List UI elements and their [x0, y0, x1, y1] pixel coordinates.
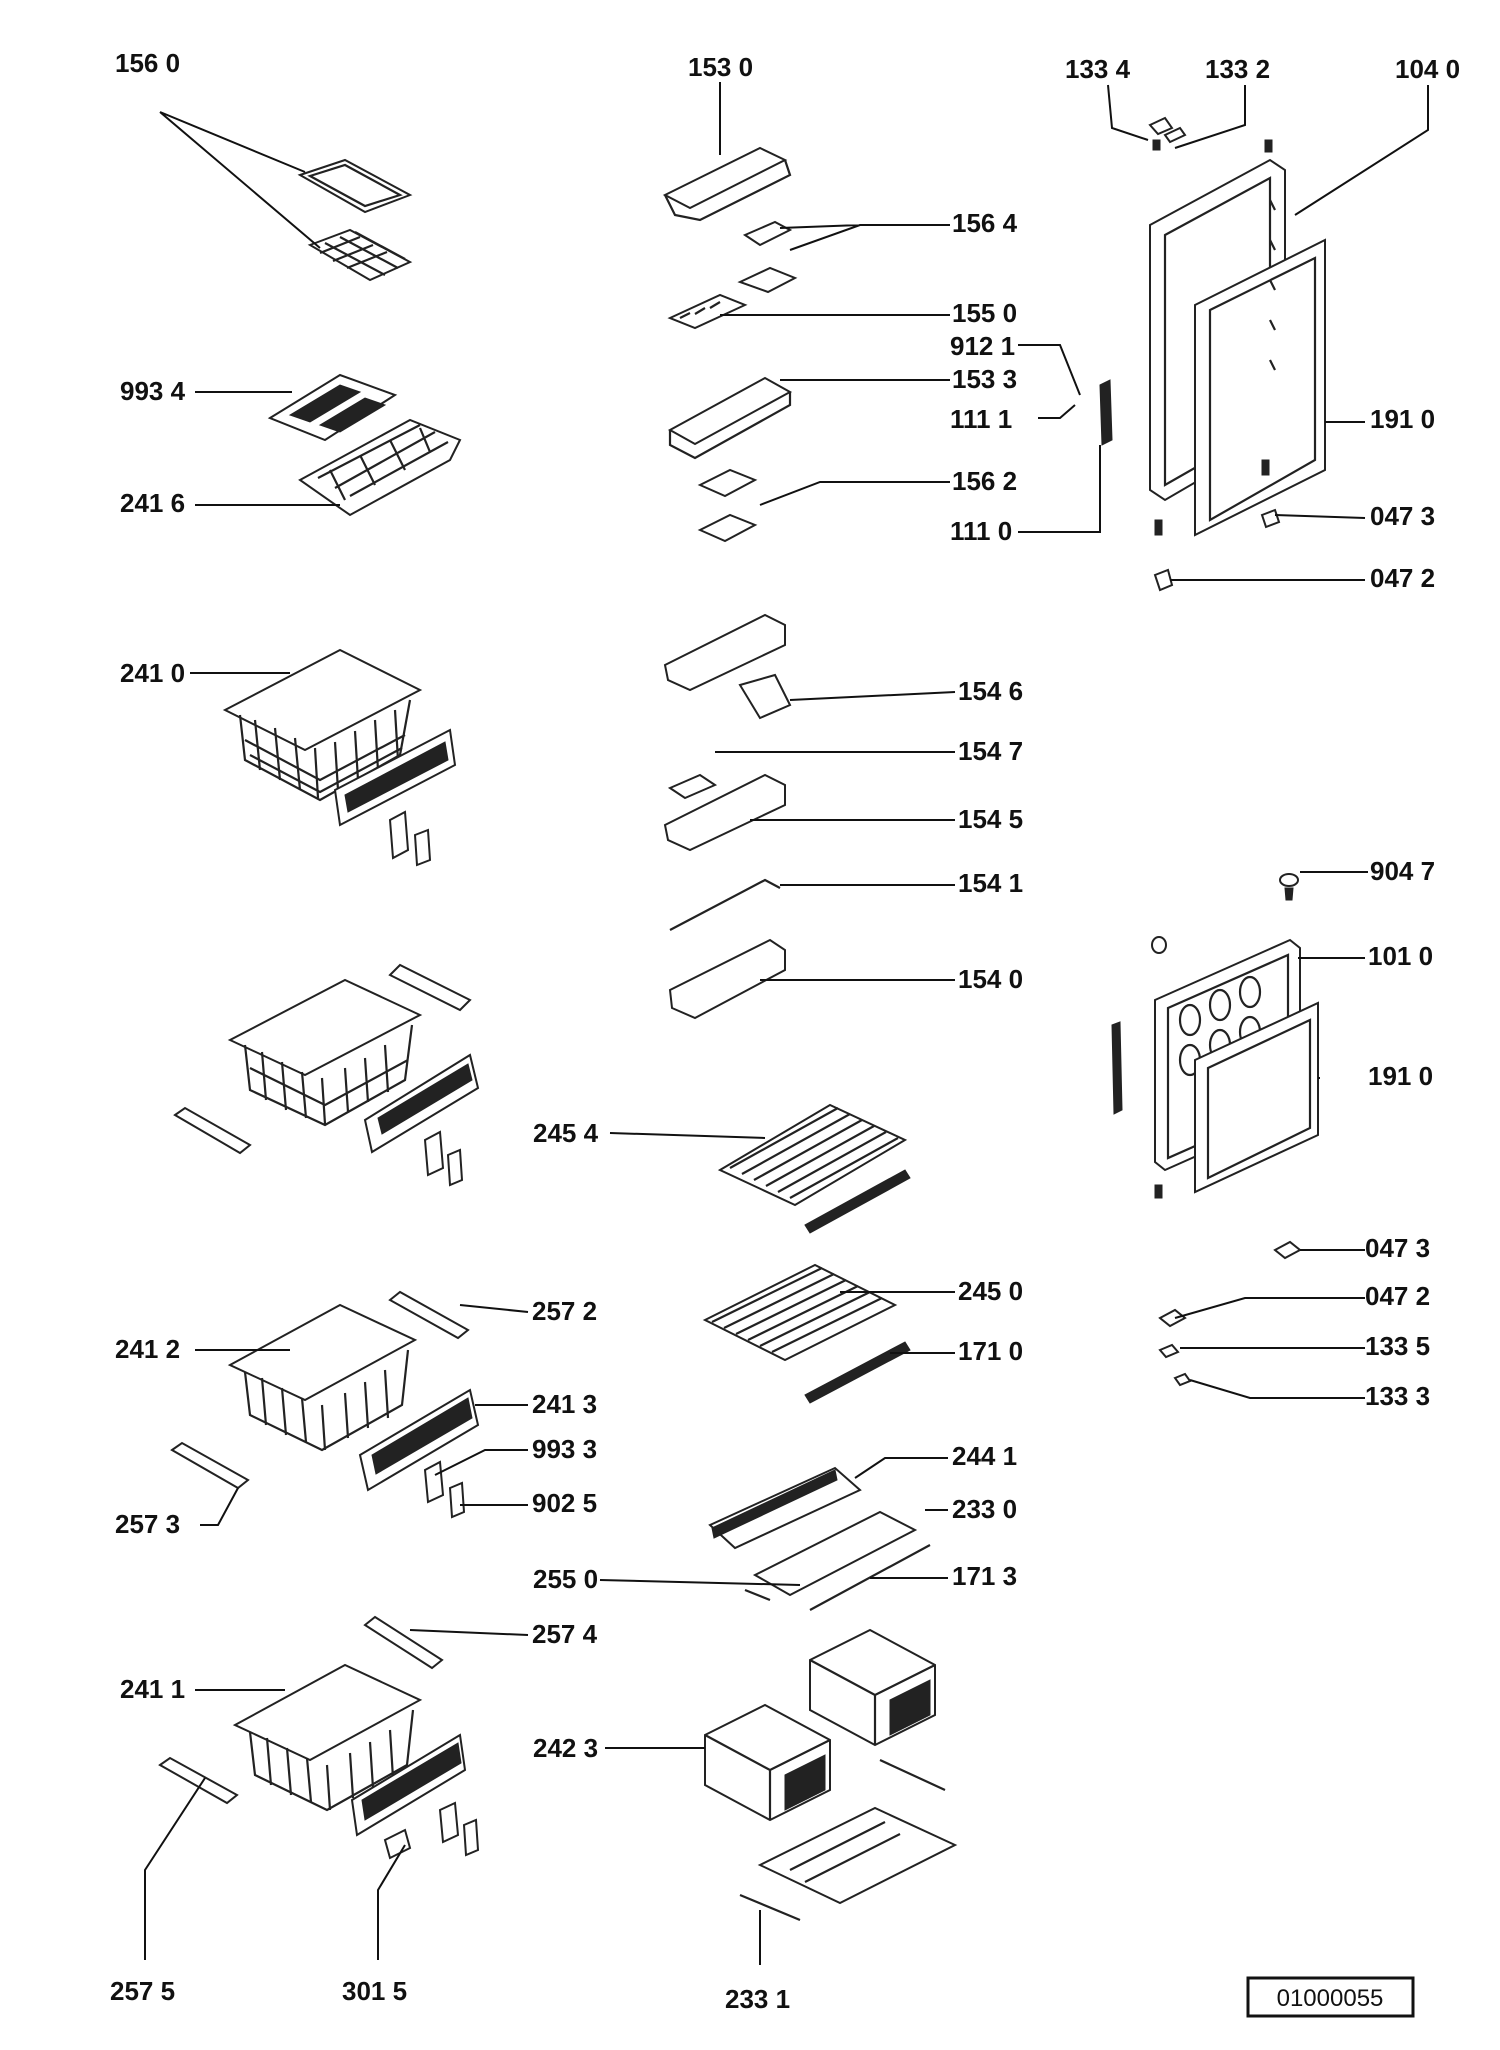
- label-1560: 156 0: [115, 48, 180, 78]
- freezer-tray-drawing: [267, 373, 462, 517]
- label-9047: 904 7: [1370, 856, 1435, 886]
- label-1111: 111 1: [950, 404, 1012, 434]
- label-1040: 104 0: [1395, 54, 1460, 84]
- label-2411: 241 1: [120, 1674, 185, 1704]
- door-shelves-drawing: [662, 146, 798, 1020]
- label-3015: 301 5: [342, 1976, 407, 2006]
- label-2330: 233 0: [952, 1494, 1017, 1524]
- label-1332: 133 2: [1205, 54, 1270, 84]
- label-2574: 257 4: [532, 1619, 598, 1649]
- label-1550: 155 0: [952, 298, 1017, 328]
- label-1910-top: 191 0: [1370, 404, 1435, 434]
- label-2416: 241 6: [120, 488, 185, 518]
- label-1713: 171 3: [952, 1561, 1017, 1591]
- label-1910-bottom: 191 0: [1368, 1061, 1433, 1091]
- label-1546: 154 6: [958, 676, 1023, 706]
- label-2412: 241 2: [115, 1334, 180, 1364]
- label-2572: 257 2: [532, 1296, 597, 1326]
- label-1564: 156 4: [952, 208, 1018, 238]
- label-2454: 245 4: [533, 1118, 599, 1148]
- label-0473-bottom: 047 3: [1365, 1233, 1430, 1263]
- label-1545: 154 5: [958, 804, 1023, 834]
- wire-shelves-drawing: [702, 1103, 911, 1404]
- label-2331: 233 1: [725, 1984, 790, 2014]
- label-1110: 111 0: [950, 516, 1012, 546]
- label-0472-bottom: 047 2: [1365, 1281, 1430, 1311]
- label-1333: 133 3: [1365, 1381, 1430, 1411]
- leader-lines: [144, 82, 1429, 1965]
- label-2450: 245 0: [958, 1276, 1023, 1306]
- ice-tray-drawing: [297, 158, 413, 282]
- label-9934: 993 4: [120, 376, 186, 406]
- label-2423: 242 3: [533, 1733, 598, 1763]
- label-1562: 156 2: [952, 466, 1017, 496]
- label-0472-top: 047 2: [1370, 563, 1435, 593]
- basket-drawing-2: [173, 963, 480, 1187]
- label-9933: 993 3: [532, 1434, 597, 1464]
- label-9025: 902 5: [532, 1488, 597, 1518]
- glass-shelf-drawing: [708, 1466, 931, 1611]
- freezer-door-drawing: [1111, 873, 1319, 1387]
- label-1010: 101 0: [1368, 941, 1433, 971]
- label-1334: 133 4: [1065, 54, 1131, 84]
- label-2550: 255 0: [533, 1564, 598, 1594]
- label-1540: 154 0: [958, 964, 1023, 994]
- label-2575: 257 5: [110, 1976, 175, 2006]
- reference-number: 01000055: [1277, 1985, 1384, 2012]
- label-2441: 244 1: [952, 1441, 1017, 1471]
- label-1533: 153 3: [952, 364, 1017, 394]
- label-1710: 171 0: [958, 1336, 1023, 1366]
- label-1547: 154 7: [958, 736, 1023, 766]
- label-2413: 241 3: [532, 1389, 597, 1419]
- label-1530: 153 0: [688, 52, 753, 82]
- label-2410: 241 0: [120, 658, 185, 688]
- crisper-drawers-drawing: [704, 1628, 958, 1922]
- basket-drawing-1: [222, 648, 457, 867]
- label-9121: 912 1: [950, 331, 1015, 361]
- label-2573: 257 3: [115, 1509, 180, 1539]
- basket-drawing-4: [158, 1615, 480, 1860]
- label-0473-top: 047 3: [1370, 501, 1435, 531]
- fridge-door-drawing: [1099, 116, 1326, 592]
- label-1335: 133 5: [1365, 1331, 1430, 1361]
- part-drawings: [158, 116, 1326, 1922]
- basket-drawing-3: [170, 1290, 480, 1519]
- reference-box: 01000055: [1246, 1976, 1415, 2018]
- label-1541: 154 1: [958, 868, 1023, 898]
- part-labels: 156 0 153 0 133 4 133 2 104 0 156 4 155 …: [110, 48, 1460, 2014]
